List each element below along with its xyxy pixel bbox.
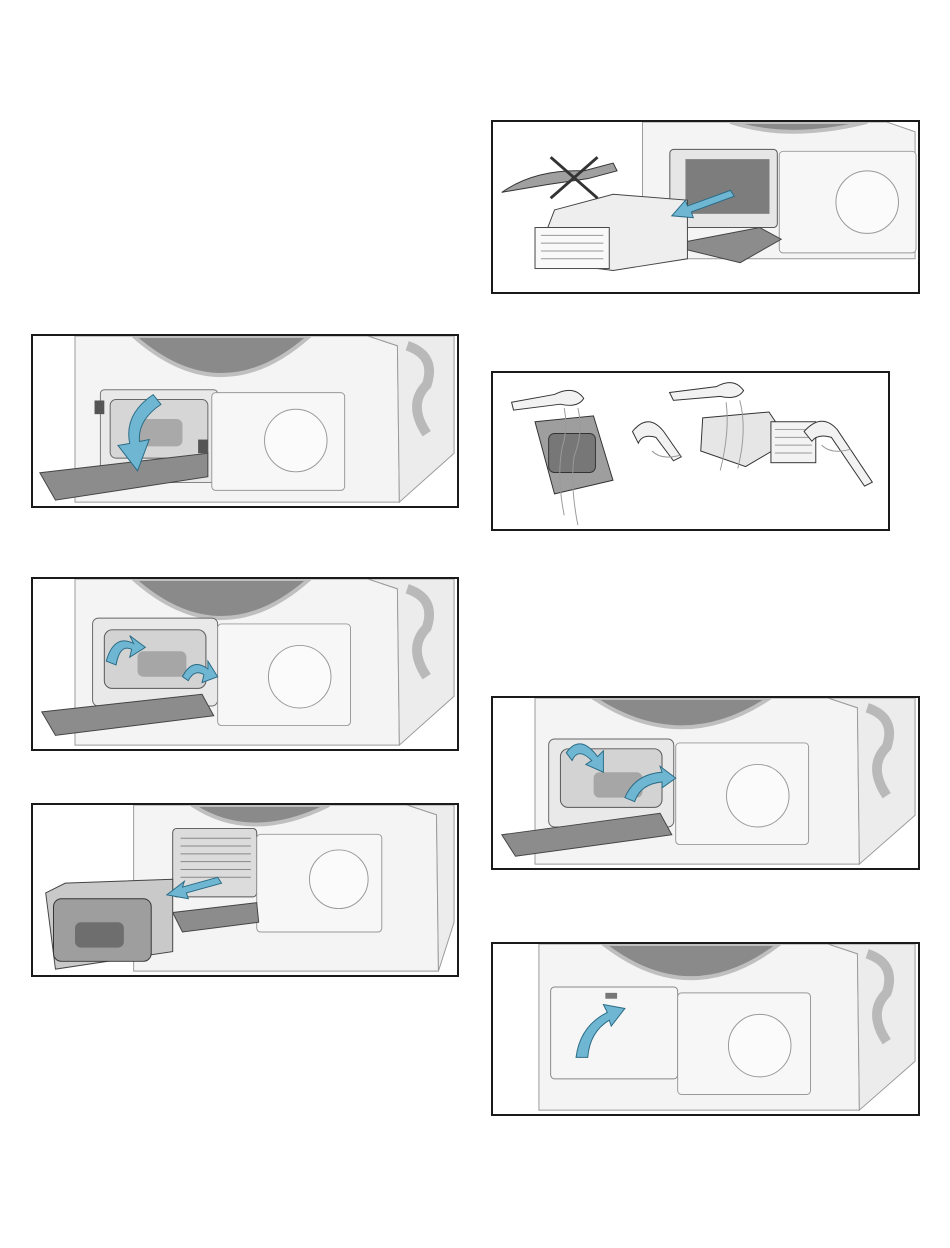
- dryer-illustration: [493, 122, 918, 292]
- figure-close-flap: [491, 942, 920, 1116]
- figure-open-flap: [31, 334, 459, 508]
- dryer-illustration: [493, 698, 918, 868]
- shower-head-icon: [512, 390, 584, 410]
- rinse-illustration: [493, 373, 888, 529]
- figure-unlock-levers: [31, 577, 459, 751]
- figure-remove-heat-exchanger: [31, 803, 459, 977]
- figure-no-sharp-objects: [491, 120, 920, 294]
- figure-rinse-heat-exchanger: [491, 371, 890, 531]
- shower-head-icon: [670, 383, 744, 401]
- dryer-illustration: [493, 944, 918, 1114]
- knife-icon: [502, 163, 617, 192]
- dryer-illustration: [33, 579, 457, 749]
- figure-insert-and-lock: [491, 696, 920, 870]
- dryer-illustration: [33, 336, 457, 506]
- dryer-illustration: [33, 805, 457, 975]
